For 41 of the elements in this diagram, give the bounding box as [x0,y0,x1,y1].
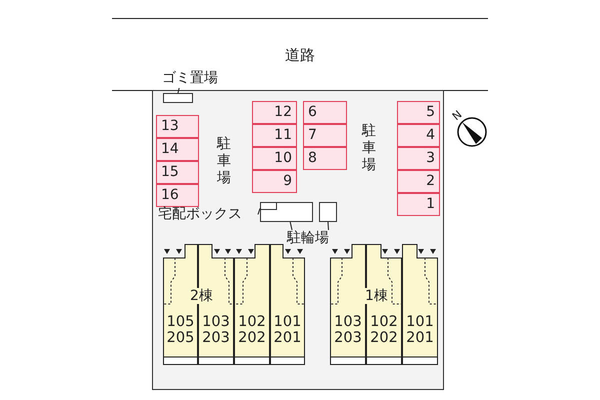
parking-space: 8 [303,147,347,170]
parking-space: 3 [397,147,440,170]
leader-line [328,222,329,230]
area-label: 宅配ボックス [158,206,258,223]
parking-space: 5 [397,101,440,124]
parking-space: 9 [252,170,297,193]
area-label: 駐輪場 [287,230,337,247]
site-lot [152,90,444,390]
parking-space: 4 [397,124,440,147]
unit-number: 102 202 [237,314,267,346]
bicycle-parking-box [319,202,337,222]
leader-line [258,208,260,215]
unit-number: 101 201 [272,314,302,346]
parking-space: 6 [303,101,347,124]
parking-space: 11 [252,124,297,147]
parking-space: 16 [156,184,199,207]
area-label: 駐車場 [362,123,377,174]
parking-space: 12 [252,101,297,124]
parking-space: 2 [397,170,440,193]
parking-space: 10 [252,147,297,170]
leader-line [178,88,180,94]
delivery-box [260,202,277,210]
parking-space: 14 [156,138,199,161]
parking-space: 7 [303,124,347,147]
area-label: 駐車場 [217,136,232,187]
north-label: N [450,108,464,124]
building-label: 2棟 [190,288,213,304]
unit-number: 105 205 [166,314,196,346]
garbage-area-box [163,93,193,103]
building-label: 1棟 [365,288,388,304]
leader-line [290,222,292,230]
unit-number: 102 202 [369,314,399,346]
unit-number: 103 203 [201,314,231,346]
parking-space: 13 [156,115,199,138]
area-label: ゴミ置場 [162,70,240,88]
parking-space: 1 [397,193,440,216]
unit-number: 103 203 [333,314,363,346]
bicycle-parking-box [260,202,313,222]
road-label: 道路 [285,46,315,65]
unit-number: 101 201 [405,314,435,346]
parking-space: 15 [156,161,199,184]
